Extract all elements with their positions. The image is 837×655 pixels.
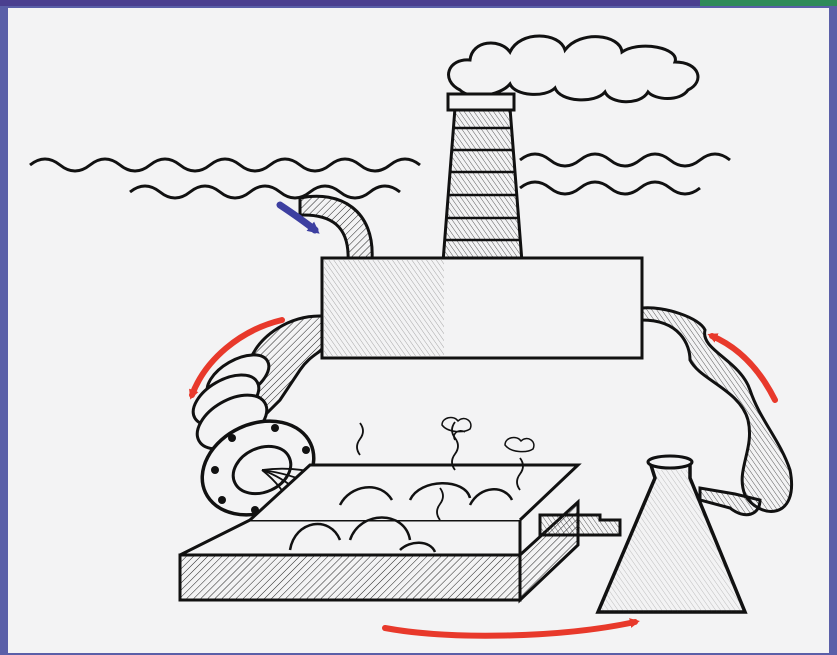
factory-building-icon bbox=[322, 258, 642, 358]
factory-chimney-icon bbox=[443, 94, 522, 262]
